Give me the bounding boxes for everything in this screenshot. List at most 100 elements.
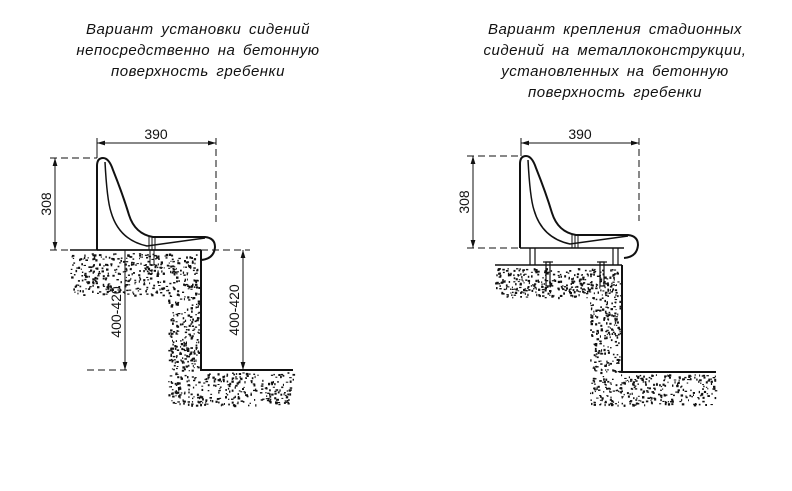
concrete-speck [125,284,128,286]
concrete-speck [197,268,199,272]
concrete-speck [284,392,286,394]
concrete-speck [238,373,242,375]
concrete-speck [586,273,589,275]
concrete-speck [684,390,688,392]
concrete-speck [566,287,568,290]
concrete-speck [170,295,173,297]
concrete-speck [531,275,533,278]
concrete-speck [234,386,236,389]
concrete-speck [617,326,620,329]
concrete-speck [186,355,188,358]
concrete-speck [592,304,594,306]
concrete-speck [170,331,172,334]
concrete-speck [193,328,196,330]
concrete-speck [136,287,140,290]
concrete-speck [596,275,600,277]
concrete-speck [580,284,583,286]
concrete-speck [666,394,668,397]
concrete-speck [578,290,580,293]
concrete-speck [593,366,595,369]
concrete-speck [175,321,178,323]
concrete-speck [596,338,600,341]
concrete-speck [612,401,615,403]
concrete-speck [243,391,246,393]
concrete-speck [204,404,206,406]
concrete-speck [611,302,613,305]
concrete-speck [122,271,124,273]
concrete-speck [575,295,577,298]
concrete-speck [156,273,160,275]
concrete-speck [176,304,179,306]
concrete-speck [187,401,190,403]
concrete-speck [122,260,125,263]
concrete-speck [663,394,666,397]
concrete-speck [594,361,597,363]
concrete-speck [598,322,601,324]
concrete-speck [150,293,152,295]
concrete-speck [106,286,109,288]
concrete-speck [133,272,135,274]
concrete-speck [590,329,592,331]
concrete-speck [176,382,180,385]
concrete-speck [609,362,612,365]
concrete-speck [191,260,194,263]
concrete-speck [235,384,238,387]
concrete-speck [619,331,622,333]
concrete-speck [253,389,256,392]
concrete-speck [608,292,611,294]
right-title-line: Вариант крепления стадионных [487,21,743,38]
concrete-speck [168,386,172,388]
concrete-speck [503,281,506,283]
concrete-speck [612,390,615,392]
concrete-speck [134,281,137,283]
concrete-speck [603,380,606,384]
concrete-speck [510,292,512,294]
concrete-speck [168,381,170,383]
concrete-speck [617,281,620,283]
concrete-speck [712,388,714,390]
concrete-speck [278,403,281,406]
concrete-speck [630,380,632,382]
concrete-speck [590,281,593,283]
concrete-speck [185,336,187,338]
concrete-speck [572,277,574,280]
concrete-speck [686,382,689,384]
concrete-speck [154,254,157,257]
concrete-speck [81,279,84,282]
concrete-speck [600,368,602,371]
concrete-speck [119,262,122,264]
concrete-speck [260,385,264,387]
concrete-speck [510,273,512,276]
concrete-speck [610,291,613,293]
concrete-speck [505,270,509,272]
concrete-speck [603,378,605,381]
concrete-speck [593,297,595,300]
concrete-speck [240,377,243,381]
concrete-speck [191,304,194,306]
concrete-speck [609,289,611,291]
concrete-speck [90,269,93,272]
concrete-speck [613,324,616,326]
concrete-speck [287,372,290,374]
concrete-speck [186,256,188,259]
concrete-speck [139,278,142,281]
concrete-speck [165,257,168,259]
concrete-speck [675,391,678,393]
concrete-speck [171,389,174,391]
concrete-speck [262,398,265,400]
concrete-speck [288,399,290,401]
concrete-speck [618,360,620,362]
concrete-speck [617,362,619,364]
concrete-speck [182,291,185,293]
concrete-speck [179,396,181,399]
concrete-speck [593,354,596,357]
concrete-speck [699,395,702,397]
concrete-speck [596,284,598,286]
concrete-speck [611,400,614,403]
concrete-speck [80,258,82,261]
concrete-speck [248,373,251,375]
concrete-speck [196,319,198,322]
concrete-speck [268,384,270,386]
concrete-speck [604,276,607,279]
concrete-speck [168,349,171,352]
